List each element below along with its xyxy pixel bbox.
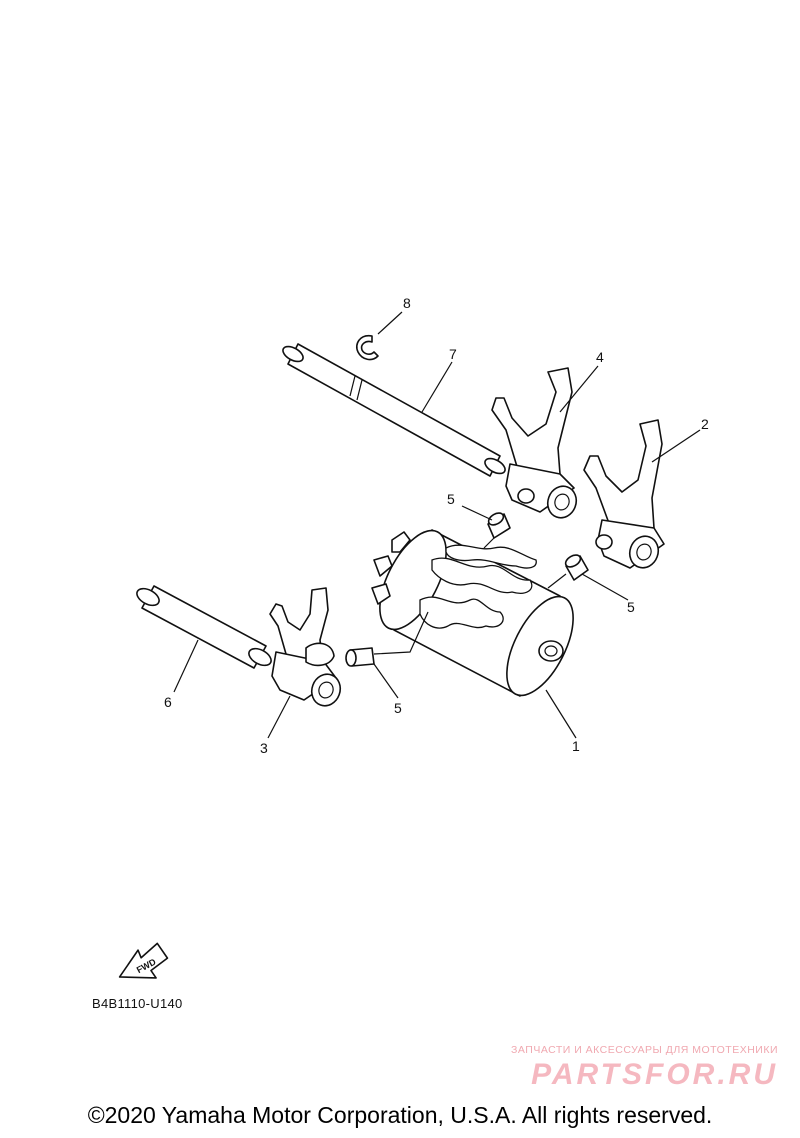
leader-5-right — [547, 573, 629, 601]
callout-5-lower: 5 — [394, 700, 402, 716]
part-5-pin-upper — [487, 512, 511, 539]
leader-5-lower — [373, 611, 429, 699]
leader-7 — [421, 361, 453, 413]
part-5-pin-lower — [345, 647, 375, 667]
part-7-shift-fork-shaft — [282, 343, 506, 477]
copyright-notice: ©2020 Yamaha Motor Corporation, U.S.A. A… — [87, 1102, 713, 1128]
watermark-subtitle: ЗАПЧАСТИ И АКСЕССУАРЫ ДЛЯ МОТОТЕХНИКИ — [511, 1044, 778, 1056]
part-6-shift-fork-shaft — [136, 585, 272, 669]
part-4-shift-fork — [491, 367, 578, 519]
diagram-code: B4B1110-U140 — [92, 996, 183, 1011]
leader-3 — [267, 695, 291, 739]
leader-1 — [545, 689, 577, 739]
part-2-shift-fork — [583, 419, 665, 569]
callout-4: 4 — [596, 349, 604, 365]
callout-5-upper: 5 — [447, 491, 455, 507]
leader-6 — [173, 639, 199, 693]
callout-2: 2 — [701, 416, 709, 432]
part-1-shift-drum — [371, 529, 574, 697]
callout-6: 6 — [164, 694, 172, 710]
leader-lines — [173, 311, 701, 739]
leader-8 — [377, 311, 403, 335]
callout-7: 7 — [449, 346, 457, 362]
callout-5-right: 5 — [627, 599, 635, 615]
leader-4 — [559, 365, 599, 413]
callout-1: 1 — [572, 738, 580, 754]
callout-3: 3 — [260, 740, 268, 756]
callout-labels: 1 2 3 4 5 5 5 6 7 8 — [164, 295, 709, 756]
watermark: ЗАПЧАСТИ И АКСЕССУАРЫ ДЛЯ МОТОТЕХНИКИ PA… — [448, 1044, 778, 1092]
part-3-shift-fork — [269, 587, 342, 707]
callout-8: 8 — [403, 295, 411, 311]
leader-2 — [651, 429, 701, 463]
part-8-circlip — [356, 334, 379, 361]
fwd-arrow-icon: FWD — [118, 942, 169, 979]
watermark-brand: PARTSFOR.RU — [531, 1058, 778, 1091]
part-5-pin-right — [564, 554, 589, 581]
leader-5-upper — [461, 505, 495, 549]
